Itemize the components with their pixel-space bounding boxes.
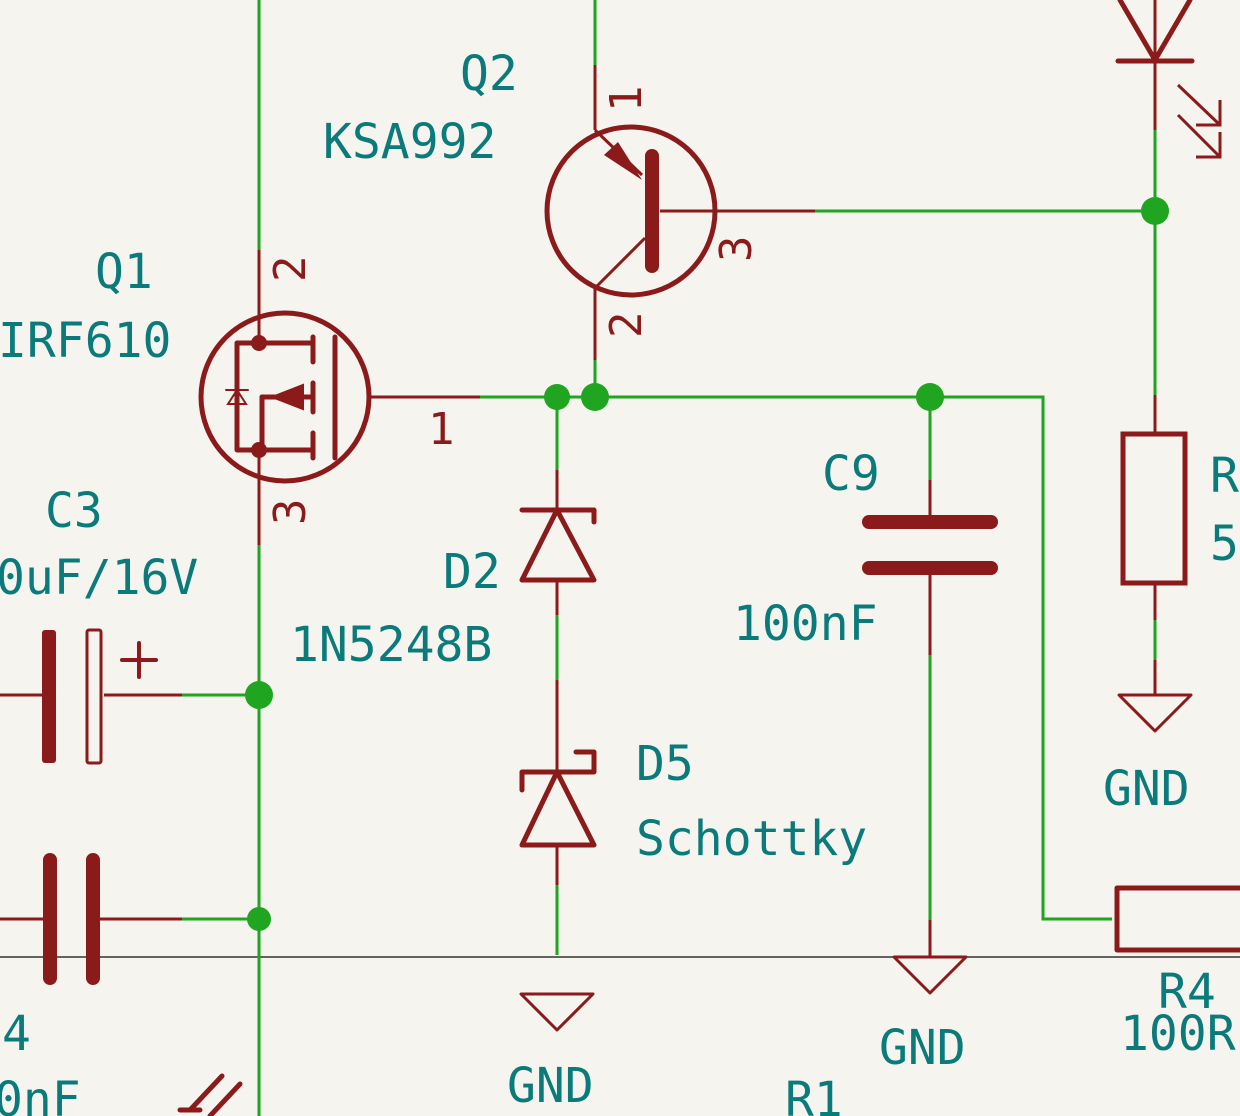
r4-resistor-symbol[interactable] bbox=[1114, 885, 1240, 953]
c9-value: 100nF bbox=[733, 596, 878, 652]
gnd-label-c9: GND bbox=[879, 1020, 966, 1076]
led-symbol[interactable] bbox=[1115, 0, 1222, 159]
r4-reference: R4 bbox=[1158, 964, 1216, 1020]
q1-pin-2: 2 bbox=[265, 256, 316, 283]
junction bbox=[245, 681, 273, 709]
c3-reference: C3 bbox=[45, 483, 103, 539]
junction bbox=[544, 384, 570, 410]
gnd-label-d5: GND bbox=[507, 1058, 594, 1114]
q2-pin-1: 1 bbox=[601, 86, 652, 113]
q1-pin-3: 3 bbox=[265, 499, 316, 526]
q2-transistor-symbol[interactable] bbox=[544, 65, 815, 360]
gnd-symbol-c9 bbox=[892, 920, 968, 995]
junctions bbox=[245, 197, 1169, 931]
gnd-label-r: GND bbox=[1103, 761, 1190, 817]
c4-reference: 4 bbox=[2, 1006, 31, 1062]
gnd-symbol-d5 bbox=[519, 992, 595, 1032]
resistor-right-value: 5 bbox=[1210, 516, 1239, 572]
junction bbox=[916, 383, 944, 411]
c4-value: 0nF bbox=[0, 1072, 81, 1116]
c9-capacitor-symbol[interactable] bbox=[862, 480, 998, 655]
d5-reference: D5 bbox=[636, 736, 694, 792]
q2-pin-3: 3 bbox=[711, 236, 762, 263]
junction bbox=[1141, 197, 1169, 225]
q1-value: IRF610 bbox=[0, 313, 171, 369]
d5-diode-symbol[interactable] bbox=[519, 680, 597, 885]
resistor-right-symbol[interactable] bbox=[1120, 395, 1188, 620]
gnd-symbol-r bbox=[1117, 660, 1193, 733]
d2-diode-symbol[interactable] bbox=[519, 470, 597, 615]
c3-value: 0uF/16V bbox=[0, 550, 198, 606]
r4-value: 100R bbox=[1120, 1006, 1236, 1062]
partial-symbol-bottom-left bbox=[177, 1073, 243, 1116]
d2-value: 1N5248B bbox=[290, 617, 492, 673]
q1-mosfet-symbol[interactable] bbox=[198, 250, 480, 545]
q2-pin-2: 2 bbox=[601, 312, 652, 339]
resistor-right-reference: R bbox=[1210, 448, 1239, 504]
c9-reference: C9 bbox=[822, 446, 880, 502]
c4-capacitor-symbol[interactable] bbox=[0, 853, 182, 985]
r1-reference: R1 bbox=[785, 1072, 843, 1116]
d2-reference: D2 bbox=[443, 544, 501, 600]
q1-reference: Q1 bbox=[95, 244, 153, 300]
q1-pin-1: 1 bbox=[428, 404, 455, 455]
junction bbox=[247, 907, 271, 931]
q2-value: KSA992 bbox=[323, 114, 496, 170]
q2-reference: Q2 bbox=[460, 46, 518, 102]
junction bbox=[581, 383, 609, 411]
c3-capacitor-symbol[interactable] bbox=[0, 628, 182, 765]
d5-value: Schottky bbox=[636, 811, 867, 867]
